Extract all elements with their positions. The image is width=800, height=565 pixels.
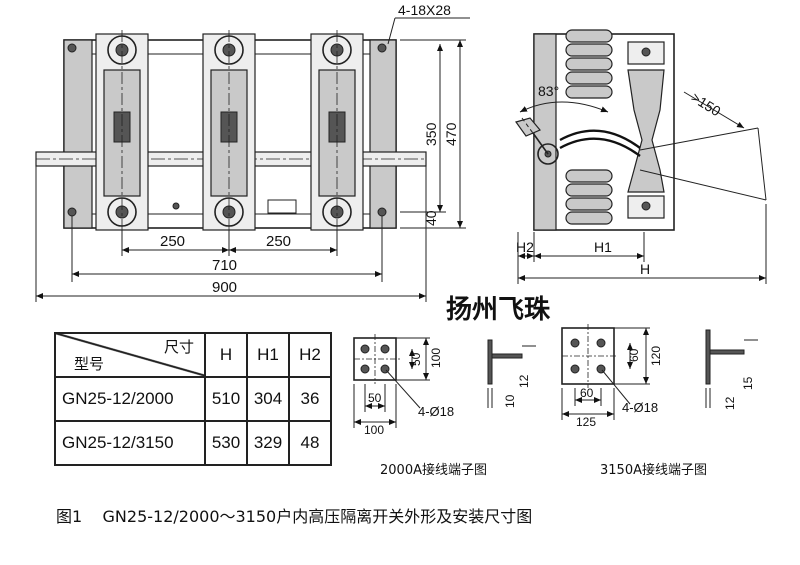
col-h2: H2 [288, 332, 332, 378]
t3150-side-15: 15 [741, 376, 755, 390]
clearance-label: >150 [688, 89, 723, 119]
front-view: 4-18X28 350 470 40 250 250 710 900 [35, 2, 470, 302]
col-h1: H1 [246, 332, 290, 378]
dim-250-left: 250 [160, 233, 185, 250]
dim-40: 40 [423, 210, 439, 226]
t2000-dim-50-h: 50 [368, 391, 382, 405]
corner-model-label: 型号 [74, 355, 105, 373]
brand-text: 扬州飞珠 [446, 295, 551, 325]
insulator-top [565, 29, 613, 99]
row-h2: 48 [288, 420, 332, 466]
row-h2: 36 [288, 376, 332, 422]
terminal-2000a-drawing: 50 100 50 100 4-Ø18 12 10 [353, 334, 536, 437]
t2000-holes: 4-Ø18 [418, 404, 454, 419]
t3150-holes: 4-Ø18 [622, 400, 658, 415]
t2000-side-10: 10 [503, 394, 517, 408]
corner-size-label: 尺寸 [163, 338, 194, 356]
t2000-dim-100-h: 100 [364, 423, 384, 437]
dim-h1: H1 [594, 239, 612, 255]
row-h1: 329 [246, 420, 290, 466]
terminal-3150a-drawing: 60 120 60 125 4-Ø18 15 12 [561, 324, 758, 429]
t2000-dim-50-v: 50 [409, 352, 423, 366]
dim-h: H [640, 261, 650, 277]
t3150-dim-125-h: 125 [576, 415, 596, 429]
dim-710: 710 [212, 257, 237, 274]
col-h: H [204, 332, 248, 378]
dim-350: 350 [423, 122, 439, 146]
t3150-dim-60-h: 60 [580, 386, 594, 400]
pole-left [95, 30, 149, 236]
t2000-side-12: 12 [517, 374, 531, 388]
row-h1: 304 [246, 376, 290, 422]
pole-middle [202, 30, 256, 236]
spec-table-corner: 尺寸 型号 [54, 332, 206, 378]
caption-3150a: 3150A接线端子图 [600, 462, 707, 478]
row-model: GN25-12/2000 [54, 376, 206, 422]
table-row: GN25-12/2000 510 304 36 [54, 376, 332, 422]
dim-250-right: 250 [266, 233, 291, 250]
spec-table: 尺寸 型号 H H1 H2 GN25-12/2000 510 304 36 GN… [54, 332, 332, 466]
table-row: GN25-12/3150 530 329 48 [54, 420, 332, 466]
row-h: 530 [204, 420, 248, 466]
spec-table-header: 尺寸 型号 H H1 H2 [54, 332, 332, 378]
row-h: 510 [204, 376, 248, 422]
nameplate [267, 199, 297, 214]
t3150-side-12: 12 [723, 396, 737, 410]
caption-2000a: 2000A接线端子图 [380, 462, 487, 478]
figure-caption: 图1 GN25-12/2000～3150户内高压隔离开关外形及安装尺寸图 [56, 507, 532, 526]
dim-h2: H2 [516, 239, 534, 255]
angle-label: 83° [538, 83, 559, 99]
dim-470: 470 [443, 122, 459, 146]
dim-900: 900 [212, 279, 237, 296]
hole-spec-label: 4-18X28 [398, 2, 451, 18]
t3150-dim-60-v: 60 [627, 348, 641, 362]
insulator-bottom [565, 169, 613, 225]
t3150-dim-120-v: 120 [649, 346, 663, 366]
row-model: GN25-12/3150 [54, 420, 206, 466]
t2000-dim-100-v: 100 [429, 348, 443, 368]
pole-right [310, 30, 364, 236]
side-view: 83° >150 H2 H1 H [515, 29, 767, 284]
